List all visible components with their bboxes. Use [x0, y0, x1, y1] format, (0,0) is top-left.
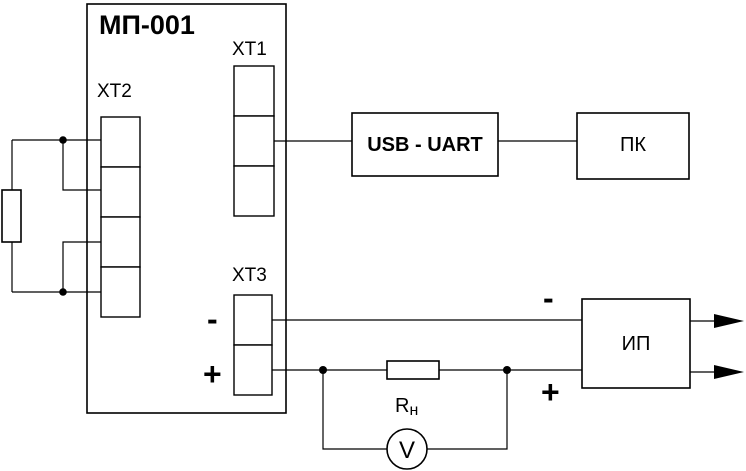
usb-uart-label: USB - UART [367, 134, 483, 156]
load-resistor-label-main: R [395, 395, 409, 417]
arrow-head [714, 365, 744, 379]
xt3-terminal-plus [233, 344, 273, 396]
output-arrow [690, 365, 744, 379]
output-arrow [690, 314, 744, 328]
xt2-connector [100, 116, 141, 318]
xt2-label: XT2 [97, 81, 132, 102]
junction-dot [319, 366, 327, 374]
ps-plus-sign: + [541, 374, 560, 410]
power-supply-block [581, 298, 691, 389]
xt3-plus-sign: + [203, 356, 222, 392]
junction-dot [59, 136, 67, 144]
xt1-terminal-3 [233, 165, 275, 217]
load-resistor-label: Rн [395, 395, 418, 419]
xt3-label: XT3 [232, 265, 267, 286]
voltmeter [386, 428, 428, 470]
xt1-connector [233, 65, 275, 217]
xt2-terminal-1 [100, 116, 141, 168]
voltmeter-symbol: V [399, 437, 415, 464]
xt3-connector [233, 294, 273, 396]
usb-uart-block [351, 112, 499, 177]
xt3-terminal-minus [233, 294, 273, 346]
sensor-wiring [11, 136, 101, 296]
xt1-terminal-2 [233, 115, 275, 167]
pc-block [576, 112, 690, 180]
xt2-terminal-2 [100, 166, 141, 218]
voltmeter-branch [322, 370, 387, 450]
module-title: МП-001 [99, 10, 195, 40]
arrow-head [714, 314, 744, 328]
sensor-resistor [1, 189, 22, 243]
voltmeter-branch-right [427, 370, 508, 450]
xt1-label: XT1 [232, 39, 267, 60]
ps-minus-sign: - [543, 280, 554, 316]
xt3-minus-sign: - [207, 301, 218, 337]
load-resistor [386, 360, 440, 380]
xt1-terminal-1 [233, 65, 275, 117]
xt2-terminal-3 [100, 216, 141, 268]
junction-dot [59, 288, 67, 296]
junction-dot [503, 366, 511, 374]
load-resistor-label-sub: н [409, 402, 418, 419]
xt2-terminal-4 [100, 266, 141, 318]
pc-label: ПК [620, 134, 646, 156]
power-supply-label: ИП [622, 333, 651, 355]
